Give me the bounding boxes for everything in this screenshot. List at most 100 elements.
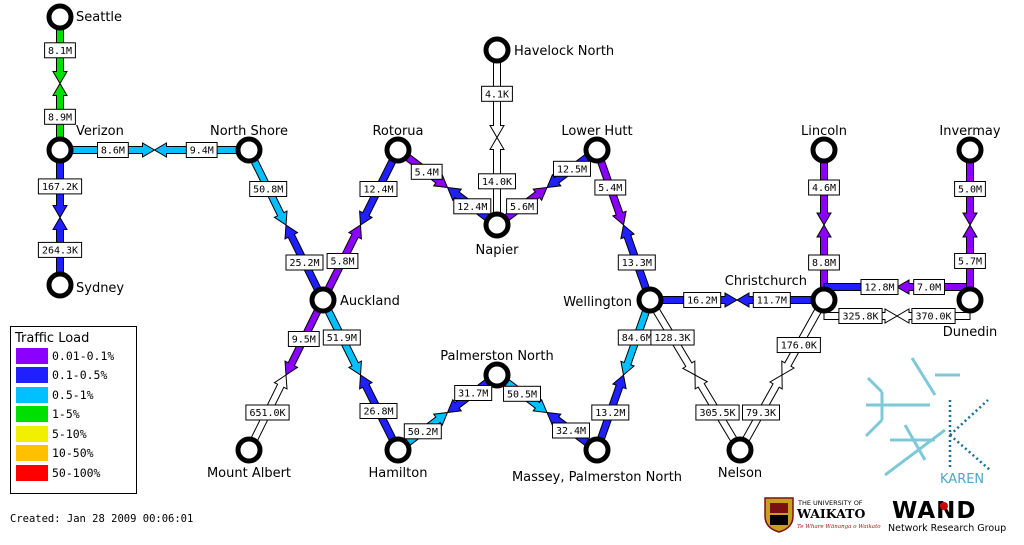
bandwidth-value: 9.5M	[292, 335, 316, 346]
bandwidth-label: 4.1K	[481, 85, 513, 102]
legend-swatch	[16, 406, 48, 423]
bandwidth-value: 5.4M	[415, 167, 439, 178]
bandwidth-value: 325.8K	[842, 312, 878, 323]
node-ring-icon	[583, 136, 611, 164]
bandwidth-value: 264.3K	[42, 245, 78, 256]
svg-text:WAND: WAND	[892, 498, 976, 524]
node-ring-icon	[956, 286, 984, 314]
node-label: Verizon	[76, 124, 124, 139]
link-verizon-north_shore	[59, 142, 250, 158]
node-dunedin[interactable]: Dunedin	[943, 286, 998, 340]
link-havelock_north-napier	[489, 49, 505, 226]
node-havelock-north[interactable]: Havelock North	[483, 36, 614, 64]
bandwidth-label: 7.0M	[913, 279, 946, 295]
bandwidth-value: 5.7M	[958, 257, 982, 268]
bandwidth-label: 8.6M	[97, 142, 129, 158]
bandwidth-label: 50.5M	[503, 385, 541, 402]
bandwidth-value: 50.5M	[507, 389, 537, 400]
bandwidth-value: 8.6M	[101, 146, 125, 157]
node-auckland[interactable]: Auckland	[309, 286, 400, 314]
bandwidth-value: 370.0K	[915, 312, 951, 323]
node-wellington[interactable]: Wellington	[563, 286, 664, 314]
bandwidth-value: 14.0K	[482, 177, 512, 188]
node-label: Christchurch	[725, 274, 807, 289]
karen-wordmark: KAREN	[940, 472, 984, 487]
bandwidth-label: 5.4M	[594, 179, 627, 196]
link-invermay-dunedin	[962, 149, 978, 301]
bandwidth-value: 176.0K	[781, 341, 817, 352]
bandwidth-label: 128.3K	[650, 329, 695, 346]
node-napier[interactable]: Napier	[476, 211, 520, 258]
waikato-crest-icon	[764, 497, 794, 533]
node-lower-hutt[interactable]: Lower Hutt	[561, 124, 633, 164]
bandwidth-value: 5.6M	[510, 202, 534, 213]
node-sydney[interactable]: Sydney	[46, 271, 124, 299]
node-label: Havelock North	[514, 44, 614, 59]
bandwidth-value: 84.6M	[622, 333, 652, 344]
node-seattle[interactable]: Seattle	[46, 3, 122, 31]
node-ring-icon	[235, 436, 263, 464]
node-ring-icon	[46, 136, 74, 164]
bandwidth-value: 8.9M	[48, 112, 72, 123]
legend-label: 5-10%	[52, 426, 87, 441]
bandwidth-label: 12.4M	[359, 181, 398, 197]
node-label: Massey, Palmerston North	[512, 470, 682, 485]
node-massey[interactable]: Massey, Palmerston North	[512, 436, 682, 485]
node-ring-icon	[956, 136, 984, 164]
bandwidth-value: 79.3K	[746, 408, 776, 419]
node-invermay[interactable]: Invermay	[939, 124, 1001, 164]
node-verizon[interactable]: Verizon	[46, 124, 124, 164]
node-mount-albert[interactable]: Mount Albert	[207, 436, 291, 481]
bandwidth-label: 176.0K	[776, 337, 821, 353]
bandwidth-label: 16.2M	[683, 292, 722, 308]
bandwidth-value: 12.4M	[457, 202, 487, 213]
bandwidth-label: 5.8M	[326, 253, 359, 269]
bandwidth-label: 12.8M	[860, 279, 899, 295]
bandwidth-label: 14.0K	[478, 173, 516, 190]
bandwidth-value: 4.1K	[485, 89, 509, 100]
link-north_shore-auckland	[245, 147, 327, 303]
bandwidth-label: 651.0K	[245, 404, 290, 421]
legend-item: 50-100%	[16, 463, 136, 483]
node-ring-icon	[46, 271, 74, 299]
bandwidth-value: 8.8M	[812, 258, 836, 269]
link-verizon-sydney	[52, 149, 68, 286]
bandwidth-label: 31.7M	[454, 385, 493, 401]
node-label: Nelson	[718, 466, 762, 481]
bandwidth-value: 12.5M	[557, 164, 587, 175]
bandwidth-label: 13.3M	[617, 254, 656, 271]
link-wellington-massey	[593, 298, 654, 452]
node-lincoln[interactable]: Lincoln	[801, 124, 847, 164]
node-ring-icon	[483, 211, 511, 239]
node-north-shore[interactable]: North Shore	[210, 124, 288, 164]
bandwidth-label: 11.7M	[752, 292, 791, 308]
bandwidth-label: 5.7M	[954, 253, 986, 269]
legend-item: 0.1-0.5%	[16, 366, 136, 386]
node-nelson[interactable]: Nelson	[718, 436, 762, 481]
legend-item: 1-5%	[16, 405, 136, 425]
bandwidth-value: 12.8M	[864, 283, 894, 294]
node-rotorua[interactable]: Rotorua	[372, 124, 424, 164]
bandwidth-label: 305.5K	[695, 404, 740, 421]
bandwidth-value: 13.2M	[595, 408, 625, 419]
legend-swatch	[16, 386, 48, 403]
bandwidth-value: 167.2K	[42, 182, 78, 193]
bandwidth-label: 8.9M	[44, 108, 76, 125]
bandwidth-value: 5.0M	[958, 185, 982, 196]
bandwidth-label: 167.2K	[37, 178, 83, 195]
legend-swatch	[16, 425, 48, 442]
link-wellington-christchurch	[649, 292, 825, 308]
bandwidth-label: 12.4M	[453, 198, 492, 215]
legend-label: 0.5-1%	[52, 387, 94, 402]
bandwidth-label: 8.8M	[808, 254, 840, 271]
legend-item: 0.01-0.1%	[16, 346, 136, 366]
link-palmerston_north-massey	[494, 371, 600, 454]
node-hamilton[interactable]: Hamilton	[369, 436, 428, 481]
node-ring-icon	[235, 136, 263, 164]
karen-logo: KAREN	[864, 357, 991, 487]
node-palmerston-north[interactable]: Palmerston North	[440, 349, 554, 389]
link-auckland-hamilton	[319, 297, 402, 453]
node-ring-icon	[810, 136, 838, 164]
node-christchurch[interactable]: Christchurch	[725, 274, 838, 314]
legend-item: 10-50%	[16, 444, 136, 464]
